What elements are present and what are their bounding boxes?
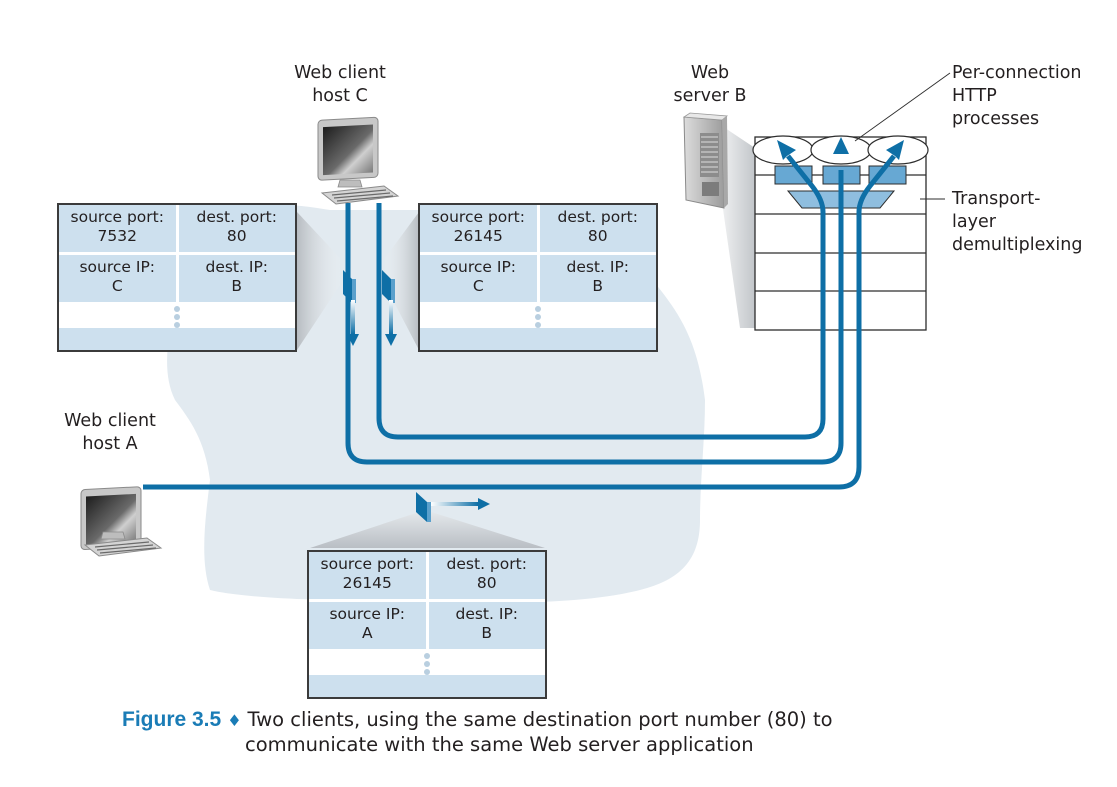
processes-leader-line bbox=[854, 72, 951, 142]
source-port-label: source port: bbox=[70, 208, 164, 226]
dest-port-cell: dest. port:80 bbox=[425, 552, 546, 599]
source-port-label: source port: bbox=[431, 208, 525, 226]
source-ip-value: A bbox=[361, 624, 373, 642]
segment-marker-a bbox=[416, 492, 490, 522]
diamond-bullet-icon: ♦ bbox=[227, 711, 242, 730]
source-port-label: source port: bbox=[320, 555, 414, 573]
dest-port-label: dest. port: bbox=[196, 208, 277, 226]
dest-port-label: dest. port: bbox=[557, 208, 638, 226]
dest-ip-value: B bbox=[231, 277, 243, 295]
dest-port-value: 80 bbox=[476, 574, 497, 592]
processes-line3: processes bbox=[952, 109, 1040, 129]
source-port-cell: source port:26145 bbox=[309, 552, 426, 599]
dest-ip-cell: dest. IP:B bbox=[425, 602, 546, 649]
segment-marker-c2 bbox=[382, 270, 397, 346]
dest-port-label: dest. port: bbox=[446, 555, 527, 573]
dest-port-cell: dest. port:80 bbox=[175, 205, 296, 252]
host-a-label-line1: Web client bbox=[64, 411, 156, 431]
dest-ip-label: dest. IP: bbox=[566, 258, 630, 276]
dest-port-value: 80 bbox=[587, 227, 608, 245]
dest-ip-label: dest. IP: bbox=[205, 258, 269, 276]
figure-number: Figure 3.5 bbox=[122, 708, 222, 731]
demux-line3: demultiplexing bbox=[952, 235, 1083, 255]
arrowhead-up-3 bbox=[886, 140, 904, 160]
projection-wedge-a bbox=[310, 510, 545, 548]
host-a-label-line2: host A bbox=[82, 434, 138, 454]
payload-row bbox=[309, 649, 545, 675]
connection-c-7532 bbox=[345, 170, 844, 465]
host-c-label-line1: Web client bbox=[294, 63, 386, 83]
processes-line1: Per-connection bbox=[952, 63, 1082, 83]
dest-ip-value: B bbox=[592, 277, 604, 295]
ellipsis-icon bbox=[174, 306, 180, 330]
demux-annotation: Transport- layer demultiplexing bbox=[952, 188, 1082, 257]
segment-c2: source port:26145 dest. port:80 source I… bbox=[418, 203, 658, 352]
processes-annotation: Per-connection HTTP processes bbox=[952, 62, 1082, 131]
source-ip-cell: source IP:A bbox=[309, 602, 426, 649]
figure-caption: Figure 3.5 ♦ Two clients, using the same d… bbox=[122, 707, 833, 756]
payload-row bbox=[59, 302, 295, 328]
segment-c1: source port:7532 dest. port:80 source IP… bbox=[57, 203, 297, 352]
dest-port-cell: dest. port:80 bbox=[536, 205, 657, 252]
caption-line2: communicate with the same Web server app… bbox=[245, 733, 754, 756]
projection-wedge-c2 bbox=[385, 212, 419, 350]
source-ip-label: source IP: bbox=[329, 605, 406, 623]
source-ip-label: source IP: bbox=[79, 258, 156, 276]
dest-ip-label: dest. IP: bbox=[455, 605, 519, 623]
server-b-tower-icon bbox=[682, 112, 729, 209]
source-port-value: 26145 bbox=[342, 574, 392, 592]
source-ip-value: C bbox=[472, 277, 484, 295]
connection-a-26145 bbox=[143, 154, 896, 490]
host-c-computer-icon bbox=[317, 116, 400, 205]
source-port-value: 26145 bbox=[453, 227, 503, 245]
arrowhead-up-2 bbox=[833, 137, 849, 154]
dest-ip-cell: dest. IP:B bbox=[536, 255, 657, 302]
caption-line1: Two clients, using the same destination … bbox=[247, 708, 833, 731]
dest-ip-cell: dest. IP:B bbox=[175, 255, 296, 302]
segment-a: source port:26145 dest. port:80 source I… bbox=[307, 550, 547, 699]
source-ip-value: C bbox=[111, 277, 123, 295]
projection-wedge-c1 bbox=[297, 212, 340, 350]
ellipsis-icon bbox=[535, 306, 541, 330]
arrowhead-up-1 bbox=[777, 140, 796, 160]
server-b-label: Web server B bbox=[655, 62, 765, 108]
host-c-label-line2: host C bbox=[312, 86, 368, 106]
host-a-computer-icon bbox=[80, 486, 163, 557]
processes-line2: HTTP bbox=[952, 86, 997, 106]
source-port-cell: source port:7532 bbox=[59, 205, 176, 252]
ellipsis-icon bbox=[424, 653, 430, 677]
source-port-value: 7532 bbox=[97, 227, 137, 245]
server-b-label-line1: Web bbox=[690, 63, 730, 83]
connection-c-26145 bbox=[376, 154, 826, 440]
segment-marker-c1 bbox=[343, 270, 359, 346]
dest-port-value: 80 bbox=[226, 227, 247, 245]
demux-line2: layer bbox=[952, 212, 996, 232]
payload-row bbox=[420, 302, 656, 328]
host-a-label: Web client host A bbox=[50, 410, 170, 456]
demux-line1: Transport- bbox=[952, 189, 1041, 209]
source-ip-cell: source IP:C bbox=[59, 255, 176, 302]
server-b-label-line2: server B bbox=[673, 86, 747, 106]
source-ip-label: source IP: bbox=[440, 258, 517, 276]
dest-ip-value: B bbox=[481, 624, 493, 642]
host-c-label: Web client host C bbox=[280, 62, 400, 108]
source-ip-cell: source IP:C bbox=[420, 255, 537, 302]
source-port-cell: source port:26145 bbox=[420, 205, 537, 252]
